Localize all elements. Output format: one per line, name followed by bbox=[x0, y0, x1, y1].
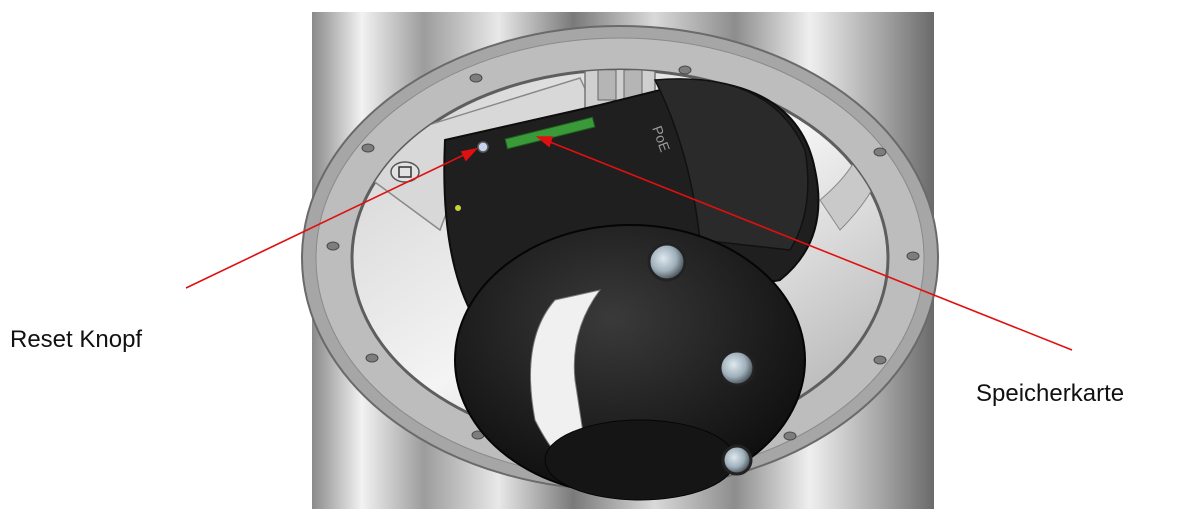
lens-2 bbox=[718, 349, 756, 387]
arrow-reset-head bbox=[460, 147, 479, 162]
callout-arrows bbox=[185, 136, 1073, 351]
ring-bolts bbox=[326, 65, 920, 441]
arrow-card-head bbox=[535, 136, 554, 148]
plate-screw bbox=[390, 161, 420, 183]
reset-button-part bbox=[477, 141, 489, 153]
lens-1 bbox=[647, 242, 687, 282]
lens-3 bbox=[721, 444, 753, 476]
arrow-reset-line bbox=[185, 151, 471, 289]
reset-button-label: Reset Knopf bbox=[10, 326, 143, 353]
camera-body: PoE bbox=[443, 78, 820, 501]
memory-card-label: Speicherkarte bbox=[976, 380, 1125, 407]
arrow-card-line bbox=[544, 139, 1073, 351]
